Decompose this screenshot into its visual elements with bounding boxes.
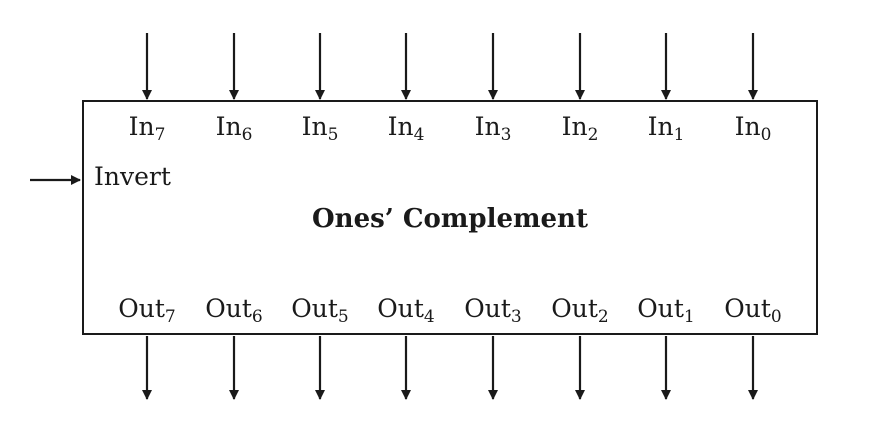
output-label-3-index: 3 — [510, 307, 522, 327]
output-label-5-index: 5 — [337, 307, 349, 327]
input-arrows — [142, 33, 758, 100]
input-label-7: In7 — [128, 112, 166, 144]
input-label-6-name: In — [215, 112, 242, 141]
ones-complement-block — [82, 100, 818, 335]
output-label-2-index: 2 — [597, 307, 609, 327]
input-label-0: In0 — [734, 112, 772, 144]
output-label-3-name: Out — [464, 294, 511, 323]
output-label-1-index: 1 — [683, 307, 695, 327]
output-label-0-index: 0 — [770, 307, 782, 327]
input-label-2: In2 — [561, 112, 599, 144]
input-label-7-index: 7 — [154, 125, 166, 145]
input-label-1-name: In — [647, 112, 674, 141]
output-label-5-name: Out — [291, 294, 338, 323]
output-label-7-index: 7 — [164, 307, 176, 327]
output-label-1: Out1 — [637, 294, 694, 326]
input-label-5: In5 — [301, 112, 339, 144]
input-label-4-index: 4 — [413, 125, 425, 145]
input-label-6-index: 6 — [241, 125, 253, 145]
input-label-5-index: 5 — [327, 125, 339, 145]
output-label-4-index: 4 — [423, 307, 435, 327]
output-label-0-name: Out — [724, 294, 771, 323]
block-title: Ones’ Complement — [312, 204, 588, 234]
input-label-1: In1 — [647, 112, 685, 144]
input-label-4: In4 — [387, 112, 425, 144]
output-label-6-name: Out — [205, 294, 252, 323]
invert-input-label: Invert — [94, 162, 171, 191]
output-label-6-index: 6 — [251, 307, 263, 327]
output-label-2-name: Out — [551, 294, 598, 323]
output-arrows — [142, 336, 758, 400]
output-label-5: Out5 — [291, 294, 348, 326]
input-label-2-name: In — [561, 112, 588, 141]
input-label-2-index: 2 — [587, 125, 599, 145]
input-label-0-index: 0 — [760, 125, 772, 145]
input-label-4-name: In — [387, 112, 414, 141]
input-label-6: In6 — [215, 112, 253, 144]
output-label-0: Out0 — [724, 294, 781, 326]
output-label-3: Out3 — [464, 294, 521, 326]
input-label-1-index: 1 — [673, 125, 685, 145]
input-label-3-name: In — [474, 112, 501, 141]
input-label-3-index: 3 — [500, 125, 512, 145]
output-label-7: Out7 — [118, 294, 175, 326]
output-label-2: Out2 — [551, 294, 608, 326]
input-label-5-name: In — [301, 112, 328, 141]
output-label-4-name: Out — [377, 294, 424, 323]
input-label-3: In3 — [474, 112, 512, 144]
input-label-7-name: In — [128, 112, 155, 141]
input-label-0-name: In — [734, 112, 761, 141]
output-label-1-name: Out — [637, 294, 684, 323]
output-label-4: Out4 — [377, 294, 434, 326]
output-label-7-name: Out — [118, 294, 165, 323]
output-label-6: Out6 — [205, 294, 262, 326]
